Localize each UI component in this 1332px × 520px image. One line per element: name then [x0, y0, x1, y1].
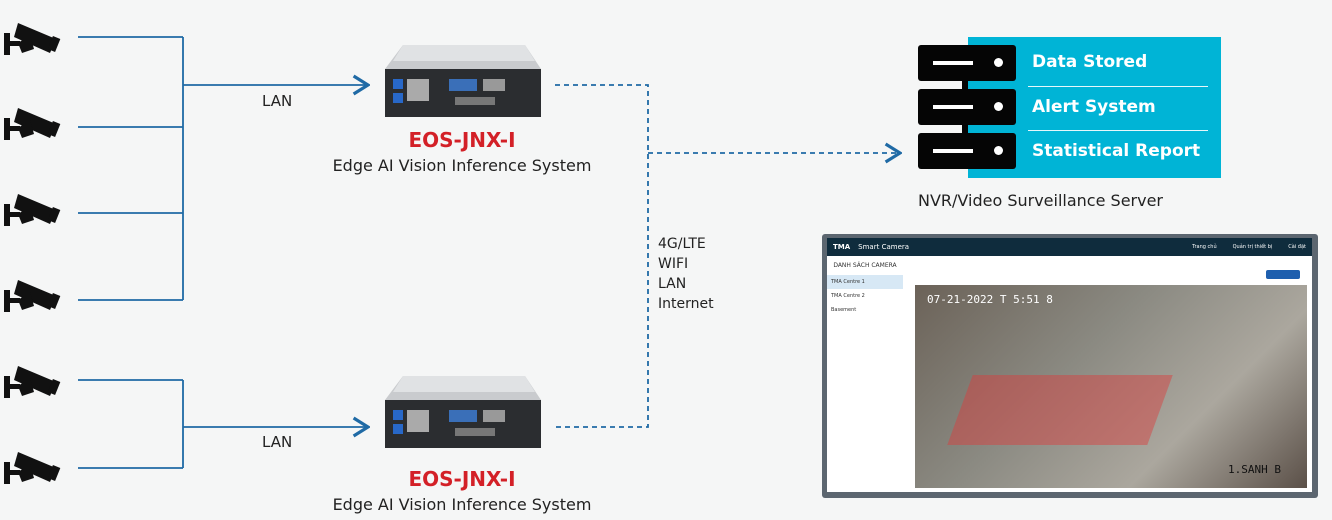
network-wifi: WIFI [658, 256, 689, 272]
edge-device-image [385, 376, 541, 450]
camera-list: DANH SÁCH CAMERA TMA Centre 1 TMA Centre… [827, 256, 903, 492]
camera-list-item[interactable]: TMA Centre 2 [831, 293, 865, 299]
camera-icon [4, 272, 62, 316]
sidebar-title: DANH SÁCH CAMERA [833, 262, 897, 269]
lan-label: LAN [262, 433, 293, 451]
network-labels: 4G/LTE WIFI LAN Internet [658, 234, 714, 314]
camera-list-item[interactable]: Basement [831, 307, 857, 313]
device-subtitle: Edge AI Vision Inference System [332, 156, 592, 175]
camera-icon [4, 100, 62, 144]
camera-list-item[interactable]: TMA Centre 1 [827, 275, 903, 289]
nav-devices[interactable]: Quản trị thiết bị [1232, 244, 1273, 250]
server-icon [918, 89, 1016, 125]
camera-icon [4, 444, 62, 488]
app-title: Smart Camera [858, 243, 910, 251]
device-name: EOS-JNX-I [408, 128, 516, 152]
camera-icon [4, 15, 62, 59]
camera-icon [4, 186, 62, 230]
camera-video-feed: 07-21-2022 T 5:51 8 1.SANH B [915, 285, 1307, 488]
network-lan: LAN [658, 276, 687, 292]
server-item: Alert System [1032, 97, 1156, 117]
server-item: Data Stored [1032, 52, 1148, 72]
device-name: EOS-JNX-I [408, 467, 516, 491]
edge-device-image [385, 45, 541, 119]
nav-home[interactable]: Trang chủ [1192, 244, 1217, 250]
video-timestamp: 07-21-2022 T 5:51 8 [927, 293, 1053, 306]
server-icon [918, 133, 1016, 169]
video-location: 1.SANH B [1228, 463, 1281, 476]
server-icon [918, 45, 1016, 81]
camera-icon [4, 358, 62, 402]
server-caption: NVR/Video Surveillance Server [918, 191, 1163, 210]
network-4g: 4G/LTE [658, 236, 706, 252]
device-subtitle: Edge AI Vision Inference System [332, 495, 592, 514]
lan-label: LAN [262, 92, 293, 110]
server-item: Statistical Report [1032, 141, 1201, 161]
network-internet: Internet [658, 296, 714, 312]
nav-settings[interactable]: Cài đặt [1288, 244, 1306, 250]
